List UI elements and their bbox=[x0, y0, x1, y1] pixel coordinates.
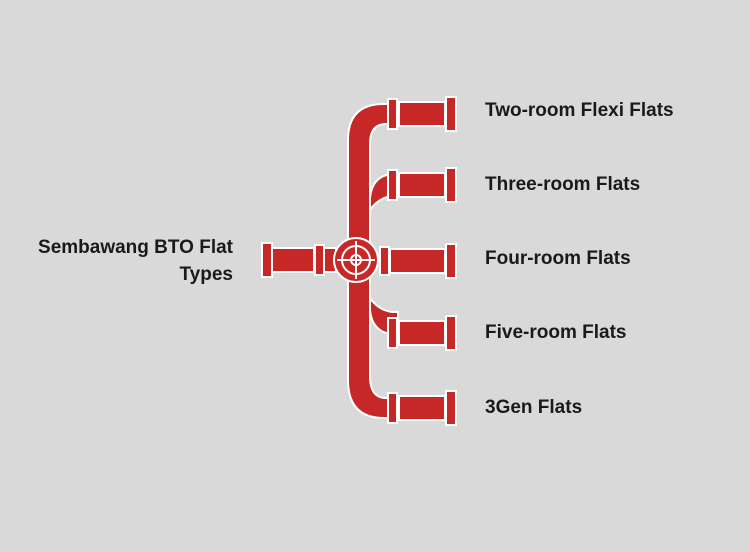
branch-label-three-room: Three-room Flats bbox=[485, 174, 641, 195]
branch-label-five-room: Five-room Flats bbox=[485, 322, 627, 343]
branch-pipe-4 bbox=[387, 315, 457, 351]
branch-pipe-2 bbox=[387, 167, 457, 203]
branch-label-two-room: Two-room Flexi Flats bbox=[485, 100, 674, 121]
inlet-pipe bbox=[261, 242, 337, 278]
branch-pipe-3 bbox=[379, 243, 457, 279]
branch-label-four-room: Four-room Flats bbox=[485, 248, 631, 269]
branch-label-3gen: 3Gen Flats bbox=[485, 397, 583, 418]
branch-pipe-1 bbox=[387, 96, 457, 132]
valve-wheel-icon bbox=[333, 237, 379, 283]
root-label: Sembawang BTO Flat Types bbox=[38, 237, 233, 285]
branch-pipe-5 bbox=[387, 390, 457, 426]
